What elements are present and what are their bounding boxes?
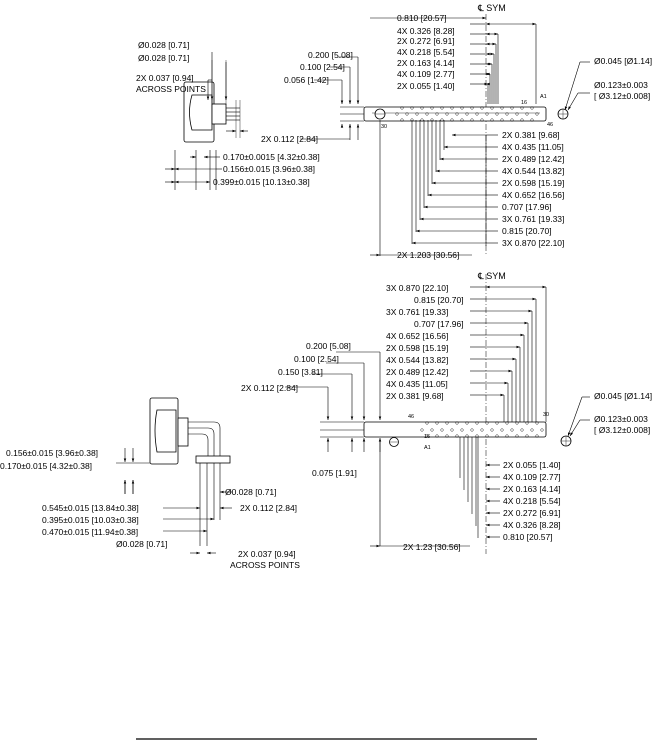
bottom-side-across-points-dim: 2X 0.037 [0.94]	[238, 549, 296, 559]
bottom-side-insert	[154, 409, 177, 453]
bottom-side-dim-c: 0.545±0.015 [13.84±0.38]	[42, 503, 139, 513]
top-side-labels: Ø0.028 [0.71] Ø0.028 [0.71] 2X 0.037 [0.…	[136, 40, 320, 187]
top-pin-label-30: 30	[381, 124, 387, 130]
bottom-upper-dim-3: 0.707 [17.96]	[414, 319, 464, 329]
top-mount-hole-dia: Ø0.123±0.003	[594, 80, 648, 90]
top-dim-3: 4X 0.218 [5.54]	[397, 47, 455, 57]
bottom-pin-label-46: 46	[408, 414, 414, 420]
bottom-upper-dim-9: 2X 0.381 [9.68]	[386, 391, 444, 401]
bottom-upper-dim-0: 3X 0.870 [22.10]	[386, 283, 448, 293]
bottom-side-across-points-text: ACROSS POINTS	[230, 560, 300, 570]
bottom-side-dim-a: 0.156±0.015 [3.96±0.38]	[6, 448, 98, 458]
top-side-dim-pin-dia-1: Ø0.028 [0.71]	[138, 40, 190, 50]
bottom-pin-rows	[420, 421, 544, 438]
top-lower-dim-9: 3X 0.870 [22.10]	[502, 238, 564, 248]
top-lower-dim-6: 0.707 [17.96]	[502, 202, 552, 212]
bottom-side-labels: 0.156±0.015 [3.96±0.38] 0.170±0.015 [4.3…	[0, 448, 300, 570]
bottom-front-view: 46 30 16 A1	[285, 274, 590, 554]
top-pin-rows	[395, 106, 539, 122]
bottom-upper-dim-2: 3X 0.761 [19.33]	[386, 307, 448, 317]
bottom-side-dim-e: 0.470±0.015 [11.94±0.38]	[42, 527, 138, 537]
bottom-lower-dim-3: 4X 0.218 [5.54]	[503, 496, 561, 506]
top-pin-hole-dia: Ø0.045 [Ø1.14]	[594, 56, 652, 66]
top-pin-label-46: 46	[547, 122, 553, 128]
bottom-front-labels: ℄ SYM 3X 0.870 [22.10] 0.815 [20.70] 3X …	[241, 271, 652, 552]
top-lower-dim-1: 4X 0.435 [11.05]	[502, 142, 564, 152]
top-lower-dim-3: 4X 0.544 [13.82]	[502, 166, 564, 176]
top-pin-label-16: 16	[521, 100, 527, 106]
bottom-side-view	[116, 397, 232, 555]
bottom-mount-hole-dia-metric: [ Ø3.12±0.008]	[594, 425, 650, 435]
bottom-left-dim-3: 2X 0.112 [2.84]	[241, 383, 298, 393]
top-pin-label-a1: A1	[540, 94, 547, 100]
top-side-dim-c: 0.399±0.015 [10.13±0.38]	[213, 177, 310, 187]
bottom-side-pin-dia-1: Ø0.028 [0.71]	[225, 487, 277, 497]
bottom-lower-dim-0: 2X 0.055 [1.40]	[503, 460, 561, 470]
top-lower-dim-8: 0.815 [20.70]	[502, 226, 552, 236]
bottom-upper-dim-5: 2X 0.598 [15.19]	[386, 343, 448, 353]
top-lower-dim-7: 3X 0.761 [19.33]	[502, 214, 564, 224]
top-side-dim-b: 0.156±0.015 [3.96±0.38]	[223, 164, 315, 174]
top-front-view: 16 A1 30 46	[300, 14, 590, 257]
bottom-upper-dim-4: 4X 0.652 [16.56]	[386, 331, 448, 341]
top-centerline-symbol: ℄ SYM	[477, 3, 506, 13]
bottom-side-dim-d: 0.395±0.015 [10.03±0.38]	[42, 515, 139, 525]
top-overall-dim: 2X 1.203 [30.56]	[397, 250, 459, 260]
bottom-lower-dim-1: 4X 0.109 [2.77]	[503, 472, 561, 482]
top-left-dim-2: 0.056 [1.42]	[284, 75, 329, 85]
bottom-lower-dim-5: 4X 0.326 [8.28]	[503, 520, 561, 530]
bottom-overall-dim: 2X 1.23 [30.56]	[403, 542, 461, 552]
top-dim-4: 2X 0.163 [4.14]	[397, 58, 455, 68]
bottom-upper-dim-7: 2X 0.489 [12.42]	[386, 367, 448, 377]
bottom-side-flange	[177, 417, 189, 447]
top-mount-hole-dia-metric: [ Ø3.12±0.008]	[594, 91, 650, 101]
top-side-flange	[211, 103, 227, 125]
top-side-across-points-text: ACROSS POINTS	[136, 84, 206, 94]
top-lower-dim-4: 2X 0.598 [15.19]	[502, 178, 564, 188]
bottom-mount-hole-dia: Ø0.123±0.003	[594, 414, 648, 424]
bottom-left-dim-4: 0.075 [1.91]	[312, 468, 357, 478]
bottom-lower-dim-4: 2X 0.272 [6.91]	[503, 508, 561, 518]
top-lower-dim-0: 2X 0.381 [9.68]	[502, 130, 560, 140]
top-dim-1: 4X 0.326 [8.28]	[397, 26, 455, 36]
bottom-side-pitch: 2X 0.112 [2.84]	[240, 503, 297, 513]
bottom-upper-dim-1: 0.815 [20.70]	[414, 295, 464, 305]
bottom-lower-dim-2: 2X 0.163 [4.14]	[503, 484, 561, 494]
bottom-pin-label-a1: A1	[424, 445, 431, 451]
bottom-pin-label-16: 16	[424, 434, 430, 440]
top-connector-body	[363, 106, 547, 122]
bottom-upper-dim-8: 4X 0.435 [11.05]	[386, 379, 448, 389]
top-front-labels: ℄ SYM 0.810 [20.57] 4X 0.326 [8.28] 2X 0…	[284, 3, 652, 260]
top-side-dim-a: 0.170±0.0015 [4.32±0.38]	[223, 152, 320, 162]
bottom-side-dim-b: 0.170±0.015 [4.32±0.38]	[0, 461, 92, 471]
bottom-side-pin-dia-2: Ø0.028 [0.71]	[116, 539, 168, 549]
top-side-view	[165, 52, 248, 190]
top-side-dim-pitch: 2X 0.112 [2.84]	[261, 134, 318, 144]
top-side-dim-pin-dia-2: Ø0.028 [0.71]	[138, 53, 190, 63]
top-dim-5: 4X 0.109 [2.77]	[397, 69, 455, 79]
bottom-left-dim-2: 0.150 [3.81]	[278, 367, 323, 377]
top-lower-dim-2: 2X 0.489 [12.42]	[502, 154, 564, 164]
top-lower-dim-5: 4X 0.652 [16.56]	[502, 190, 564, 200]
bottom-left-dim-0: 0.200 [5.08]	[306, 341, 351, 351]
top-dim-6: 2X 0.055 [1.40]	[397, 81, 455, 91]
bottom-left-dim-1: 0.100 [2.54]	[294, 354, 339, 364]
top-left-dim-0: 0.200 [5.08]	[308, 50, 353, 60]
bottom-side-standoff	[195, 455, 231, 464]
top-dim-0: 0.810 [20.57]	[397, 13, 447, 23]
top-side-insert	[189, 94, 213, 131]
bottom-lower-dim-6: 0.810 [20.57]	[503, 532, 553, 542]
top-left-dim-1: 0.100 [2.54]	[300, 62, 345, 72]
bottom-centerline-symbol: ℄ SYM	[477, 271, 506, 281]
top-side-dim-across-points: 2X 0.037 [0.94]	[136, 73, 194, 83]
bottom-connector-body	[363, 421, 547, 438]
top-dim-2: 2X 0.272 [6.91]	[397, 36, 455, 46]
bottom-upper-dim-6: 4X 0.544 [13.82]	[386, 355, 448, 365]
bottom-pin-hole-dia: Ø0.045 [Ø1.14]	[594, 391, 652, 401]
